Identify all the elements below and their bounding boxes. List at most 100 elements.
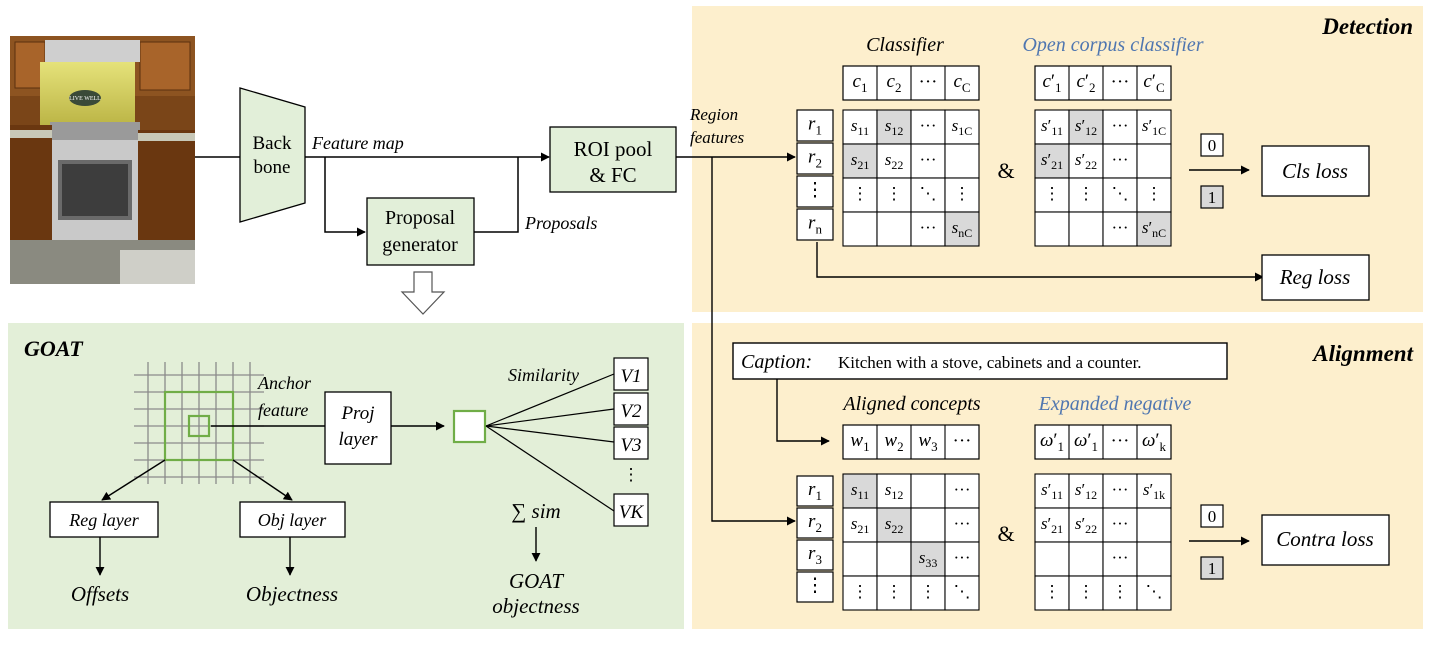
- classifier-header-label: cC: [953, 71, 970, 95]
- det-amp: &: [997, 158, 1014, 183]
- align-region-box: [796, 539, 834, 571]
- classifier-header-label: c1: [853, 71, 868, 95]
- det-zero: 0: [1208, 136, 1217, 155]
- backbone-label-1: Back: [252, 133, 292, 154]
- v-vectors: V1 V2 V3 ⋮ VK: [613, 357, 649, 527]
- det-region-box: [796, 142, 834, 175]
- open-matrix-cell: [1068, 143, 1104, 179]
- to-alignment-arrow: [711, 157, 796, 526]
- classifier-matrix-cell: [944, 109, 980, 145]
- negative-matrix-cell: [1034, 541, 1070, 577]
- negative-matrix-cell-label: ···: [1112, 480, 1129, 499]
- proposal-label-1: Proposal: [385, 207, 455, 229]
- roi-label-2: & FC: [589, 163, 636, 187]
- proj-label-1: Proj: [340, 403, 374, 424]
- aligned-matrix-cell: [876, 473, 912, 509]
- backbone-label-2: bone: [254, 157, 291, 178]
- negative-matrix-cell-label: s′12: [1075, 480, 1097, 502]
- anchor-cell: [187, 414, 211, 438]
- align-region-label: ⋮: [806, 575, 825, 596]
- open-header-label: c′2: [1076, 71, 1095, 95]
- negative-matrix-cell-label: s′21: [1041, 514, 1063, 536]
- proposal-label-2: generator: [382, 234, 458, 256]
- roi-pool-box: [549, 126, 677, 193]
- align-one-box: [1200, 556, 1224, 580]
- negative-matrix-cell: [1068, 541, 1104, 577]
- aligned-matrix-cell-label: ···: [954, 480, 971, 499]
- projected-feature: [452, 409, 487, 444]
- caption-box: [732, 342, 1228, 380]
- aligned-header-label: ···: [953, 430, 972, 451]
- negative-matrix-cell: [1034, 507, 1070, 543]
- similarity-label: Similarity: [508, 365, 579, 385]
- align-region-box: [796, 475, 834, 507]
- negative-matrix-cell-label: s′1k: [1143, 480, 1165, 502]
- open-matrix-cell: [1068, 211, 1104, 247]
- aligned-matrix-cell: [944, 507, 980, 543]
- negative-matrix-cell-label: ⋮: [1112, 582, 1129, 601]
- caption-arrow: [776, 379, 830, 446]
- kitchen-sign-text: LIVE WELL: [69, 96, 101, 102]
- align-one: 1: [1208, 559, 1217, 578]
- negative-matrix-cell: [1102, 541, 1138, 577]
- feature-map-label: Feature map: [311, 133, 404, 153]
- classifier-matrix-cell: [876, 143, 912, 179]
- negative-matrix-cell: [1034, 473, 1070, 509]
- region-label-1: Region: [689, 105, 738, 124]
- classifier-matrix-cell-label: ⋮: [886, 184, 903, 203]
- detection-title: Detection: [1321, 14, 1413, 39]
- aligned-matrix-cell-label: s21: [851, 514, 870, 536]
- open-matrix-cell-label: ⋮: [1146, 184, 1163, 203]
- open-header-label: ···: [1111, 71, 1130, 92]
- classifier-matrix-cell-label: s12: [885, 116, 904, 138]
- proj-label-2: layer: [338, 429, 378, 450]
- aligned-header-label: w2: [884, 430, 903, 454]
- aligned-matrix-cell-label: s33: [919, 548, 938, 570]
- v-label: ⋮: [623, 465, 640, 484]
- kitchen-photo: LIVE WELL: [10, 36, 195, 284]
- classifier-matrix-cell-label: s21: [851, 150, 870, 172]
- backbone-block: [239, 87, 306, 223]
- align-amp: &: [997, 521, 1014, 546]
- caption-text: Kitchen with a stove, cabinets and a cou…: [838, 353, 1142, 372]
- negative-matrix-cell-label: s′11: [1041, 480, 1063, 502]
- aligned-matrix-cell-label: s22: [885, 514, 904, 536]
- aligned-matrix-cell-label: s11: [851, 480, 869, 502]
- aligned-header-label: w3: [918, 430, 937, 454]
- aligned-title: Aligned concepts: [841, 393, 980, 415]
- aligned-matrix-cell-label: ···: [954, 514, 971, 533]
- det-region-label: ⋮: [806, 180, 825, 201]
- align-region-box: [796, 507, 834, 539]
- classifier-matrix-cell-label: ···: [920, 218, 937, 237]
- open-matrix-cell: [1068, 109, 1104, 145]
- negative-matrix-cell-label: ⋱: [1146, 582, 1163, 601]
- det-one: 1: [1208, 188, 1217, 207]
- open-matrix-cell-label: s′22: [1075, 150, 1097, 172]
- v-label: V2: [620, 401, 642, 422]
- classifier-matrix-cell: [944, 211, 980, 247]
- classifier-matrix-cell: [944, 177, 980, 213]
- open-matrix-cell: [1034, 143, 1070, 179]
- v-label: V3: [620, 435, 641, 456]
- roi-label-1: ROI pool: [574, 137, 653, 161]
- contra-loss-label: Contra loss: [1276, 527, 1373, 551]
- cls-loss-box: [1261, 145, 1370, 197]
- aligned-matrix-cell: [944, 541, 980, 577]
- open-matrix-cell: [1034, 211, 1070, 247]
- to-proposal-arrow: [324, 157, 366, 237]
- align-region-label: r1: [808, 479, 822, 503]
- obj-layer-box: [239, 501, 346, 538]
- to-reg-loss-arrow: [816, 242, 1264, 282]
- to-reg-arrow: [101, 459, 166, 501]
- open-matrix-cell-label: ···: [1112, 218, 1129, 237]
- contra-loss-box: [1261, 514, 1390, 566]
- aligned-matrix-cell-label: ⋮: [886, 582, 903, 601]
- align-zero-box: [1200, 504, 1224, 528]
- aligned-matrix-cell-label: ⋮: [920, 582, 937, 601]
- classifier-matrix-cell: [910, 211, 946, 247]
- classifier-matrix-cell-label: ⋮: [852, 184, 869, 203]
- negative-matrix-cell: [1102, 507, 1138, 543]
- align-zero: 0: [1208, 507, 1217, 526]
